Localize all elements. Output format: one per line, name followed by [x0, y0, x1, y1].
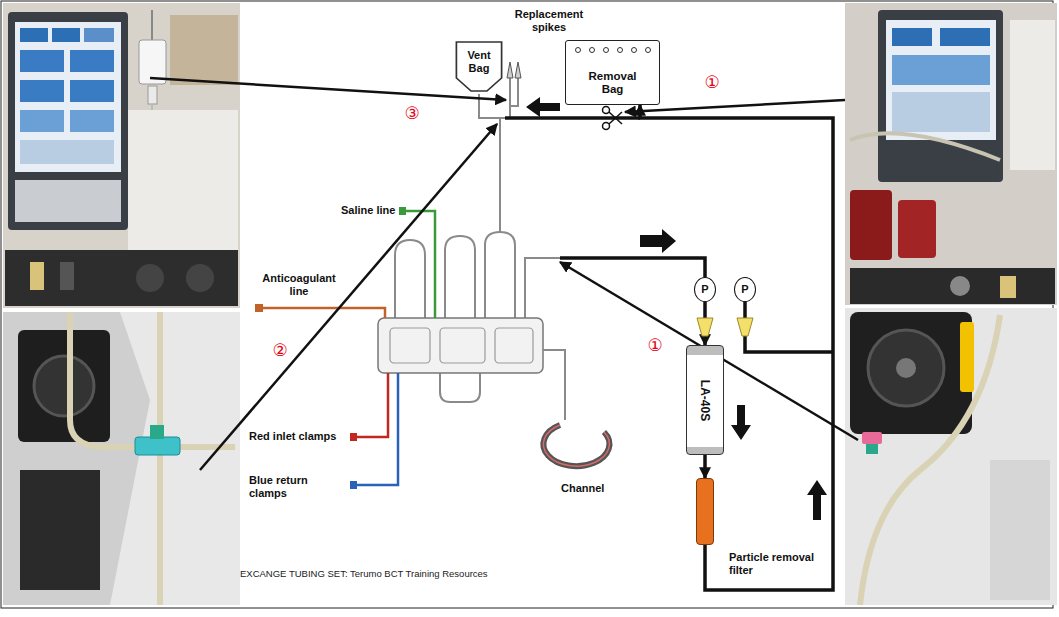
- hanger-hole: [590, 48, 595, 53]
- photo-pump: [845, 308, 1057, 605]
- removal-bag: Removal Bag: [565, 40, 660, 105]
- node-text: Particle removal filter: [729, 551, 829, 577]
- scissors-symbol: [603, 107, 623, 130]
- part-label: Red inlet clamps: [248, 430, 337, 443]
- hanger-hole: [604, 48, 609, 53]
- photo-connector: [3, 312, 240, 605]
- tubing-set: [255, 62, 609, 489]
- node-text: LA-40S: [699, 379, 712, 420]
- flow-arrow: [526, 97, 827, 520]
- part-label: Saline line: [340, 204, 396, 217]
- callout-number: ③: [403, 104, 420, 122]
- callout-number: ①: [703, 73, 720, 91]
- part-label: Blue return clamps: [248, 474, 322, 500]
- circuit-connector: [640, 105, 833, 590]
- node-text: Removal Bag: [581, 70, 645, 96]
- node-text: P: [741, 284, 748, 295]
- circuit-line: [505, 118, 833, 352]
- node-text: P: [701, 284, 708, 295]
- callout-number: ①: [646, 336, 663, 354]
- photo-removal-bag: [845, 3, 1057, 305]
- photo-machine-screen: [3, 3, 240, 308]
- bag-hanger: [566, 43, 661, 57]
- callout-number: ②: [271, 341, 288, 359]
- part-label: Anticoagulant line: [258, 272, 340, 298]
- hanger-hole: [646, 48, 651, 53]
- hanger-hole: [576, 48, 581, 53]
- part-label: Channel: [560, 482, 605, 495]
- source-caption: EXCANGE TUBING SET: Terumo BCT Training …: [240, 568, 488, 580]
- pressure-monitor: P: [694, 277, 716, 302]
- node-text: Vent Bag: [453, 49, 505, 75]
- vent-bag: Vent Bag: [453, 38, 505, 94]
- part-label: Replacement spikes: [508, 8, 590, 34]
- hanger-hole: [632, 48, 637, 53]
- pressure-monitor: P: [734, 277, 756, 302]
- adsorption-column: LA-40S: [686, 345, 724, 455]
- particle-filter: Particle removal filter: [696, 478, 714, 545]
- hanger-hole: [618, 48, 623, 53]
- leader-arrow: [150, 78, 858, 470]
- pressure-connector: [697, 318, 753, 336]
- circuit-connector: [703, 455, 707, 478]
